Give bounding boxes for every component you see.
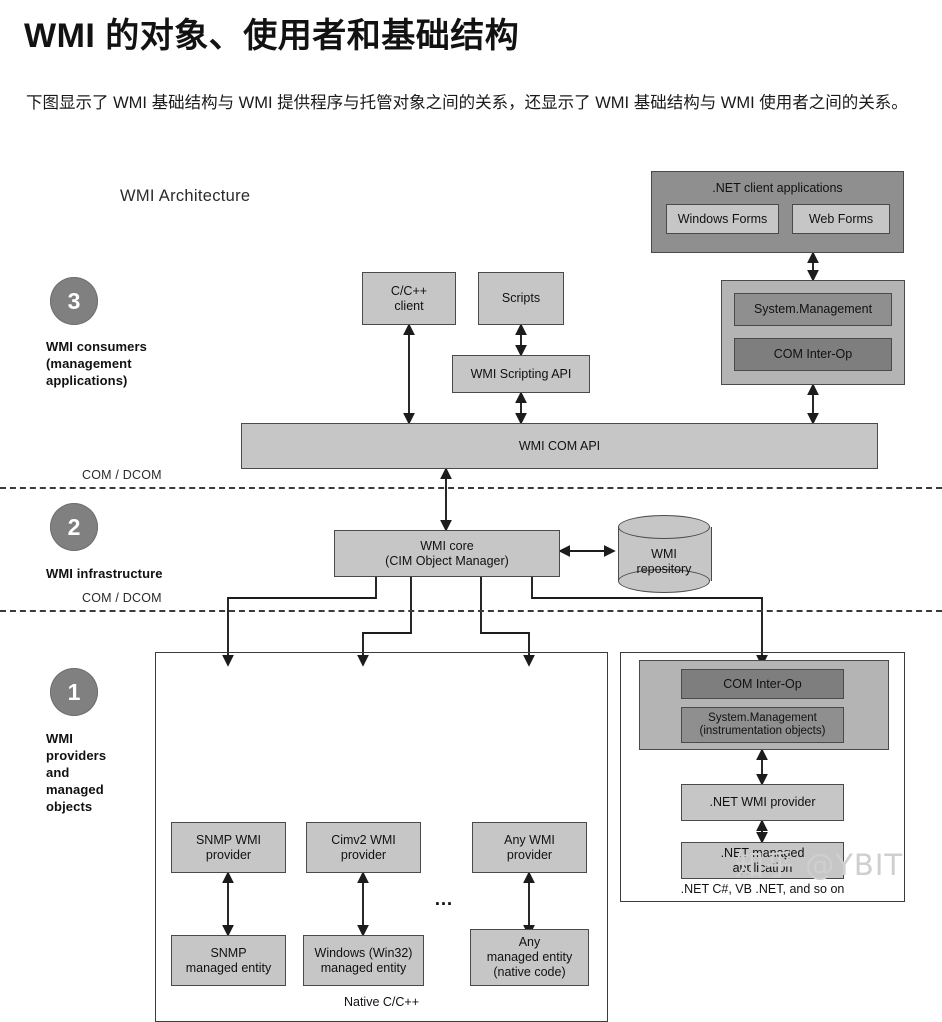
layer-3-label-line-2: (management <box>46 356 132 371</box>
layer-1-step-circle: 1 <box>50 668 98 716</box>
wmi-repository-line-1: WMI <box>651 547 677 561</box>
wmi-com-api-bar: WMI COM API <box>241 423 878 469</box>
cimv2-wmi-provider-line-1: Cimv2 WMI <box>331 832 396 847</box>
dotnet-languages-caption: ​.NET C#, VB .NET, and so on <box>680 882 845 896</box>
windows-forms-box: Windows Forms <box>666 204 779 234</box>
layer-2-step-circle: 2 <box>50 503 98 551</box>
layer-3-label-line-1: WMI consumers <box>46 339 147 354</box>
snmp-wmi-provider-line-1: SNMP WMI <box>195 832 262 847</box>
cylinder-top <box>618 515 710 539</box>
wmi-scripting-api-box: WMI Scripting API <box>452 355 590 393</box>
windows-managed-entity-line-2: managed entity <box>320 960 407 975</box>
any-managed-entity-line-3: (native code) <box>493 965 566 979</box>
system-management-bottom-box: System.Management (instrumentation objec… <box>681 707 844 743</box>
dotnet-managed-application-line-1: ​.NET managed <box>720 845 805 860</box>
layer-1-label-line-3: and <box>46 765 70 780</box>
cimv2-wmi-provider-line-2: provider <box>340 847 387 862</box>
any-wmi-provider-line-2: provider <box>506 847 553 862</box>
layer-3-step-circle: 3 <box>50 277 98 325</box>
layer-1-label-line-2: providers <box>46 748 107 763</box>
any-managed-entity-line-1: Any <box>518 935 541 949</box>
com-dcom-separator-1 <box>0 487 942 489</box>
snmp-wmi-provider-line-2: provider <box>205 847 252 862</box>
ellipsis-indicator: … <box>434 889 455 910</box>
cpp-client-line-2: client <box>394 298 424 313</box>
com-interop-box: COM Inter-Op <box>734 338 892 371</box>
snmp-managed-entity-line-1: SNMP <box>210 945 247 960</box>
snmp-wmi-provider-box: SNMP WMI provider <box>171 822 286 873</box>
any-managed-entity-box: Any managed entity (native code) <box>470 929 589 986</box>
system-management-bottom-line-2: (instrumentation objects) <box>699 725 826 737</box>
snmp-managed-entity-line-2: managed entity <box>185 960 272 975</box>
any-wmi-provider-line-1: Any WMI <box>504 832 555 847</box>
any-wmi-provider-box: Any WMI provider <box>472 822 587 873</box>
wmi-repository-label: WMI repository <box>618 515 710 601</box>
com-dcom-label-2: COM / DCOM <box>82 591 162 605</box>
windows-managed-entity-box: Windows (Win32) managed entity <box>303 935 424 986</box>
wmi-core-box: WMI core (CIM Object Manager) <box>334 530 560 577</box>
system-management-box: System.Management <box>734 293 892 326</box>
cpp-client-box: C/C++ client <box>362 272 456 325</box>
dotnet-managed-application-line-2: application <box>732 860 793 875</box>
system-management-bottom-line-1: System.Management <box>708 712 817 724</box>
dotnet-managed-application-box: ​.NET managed application <box>681 842 844 879</box>
com-interop-bottom-box: COM Inter-Op <box>681 669 844 699</box>
layer-1-label-line-1: WMI <box>46 731 74 746</box>
snmp-managed-entity-box: SNMP managed entity <box>171 935 286 986</box>
com-dcom-label-1: COM / DCOM <box>82 468 162 482</box>
any-managed-entity-line-2: managed entity <box>486 950 573 964</box>
web-forms-box: Web Forms <box>792 204 890 234</box>
layer-3-label-line-3: applications) <box>46 373 128 388</box>
wmi-core-line-2: (CIM Object Manager) <box>385 553 509 568</box>
wmi-core-line-1: WMI core <box>420 538 474 553</box>
wmi-repository-line-2: repository <box>636 562 692 576</box>
dotnet-wmi-provider-box: ​.NET WMI provider <box>681 784 844 821</box>
windows-managed-entity-line-1: Windows (Win32) <box>314 945 413 960</box>
layer-3-label: WMI consumers (management applications) <box>46 338 206 389</box>
diagram-title: WMI Architecture <box>120 187 251 205</box>
cylinder-bottom <box>618 569 710 593</box>
layer-1-label-line-5: objects <box>46 799 93 814</box>
layer-1-label-line-4: managed <box>46 782 104 797</box>
layer-1-label: WMI providers and managed objects <box>46 730 166 815</box>
page-title: WMI 的对象、使用者和基础结构 <box>24 17 520 55</box>
dotnet-client-applications-title: ​.NET client applications <box>712 181 843 195</box>
native-cpp-caption: Native C/C++ <box>343 995 420 1009</box>
scripts-box: Scripts <box>478 272 564 325</box>
com-dcom-separator-2 <box>0 610 942 612</box>
cpp-client-line-1: C/C++ <box>390 283 428 298</box>
page-subtitle: 下图显示了 WMI 基础结构与 WMI 提供程序与托管对象之间的关系，还显示了 … <box>26 94 908 112</box>
wmi-architecture-diagram: WMI Architecture <box>0 160 942 1022</box>
wmi-repository-cylinder: WMI repository <box>618 515 712 593</box>
cimv2-wmi-provider-box: Cimv2 WMI provider <box>306 822 421 873</box>
layer-2-label: WMI infrastructure <box>46 566 163 581</box>
